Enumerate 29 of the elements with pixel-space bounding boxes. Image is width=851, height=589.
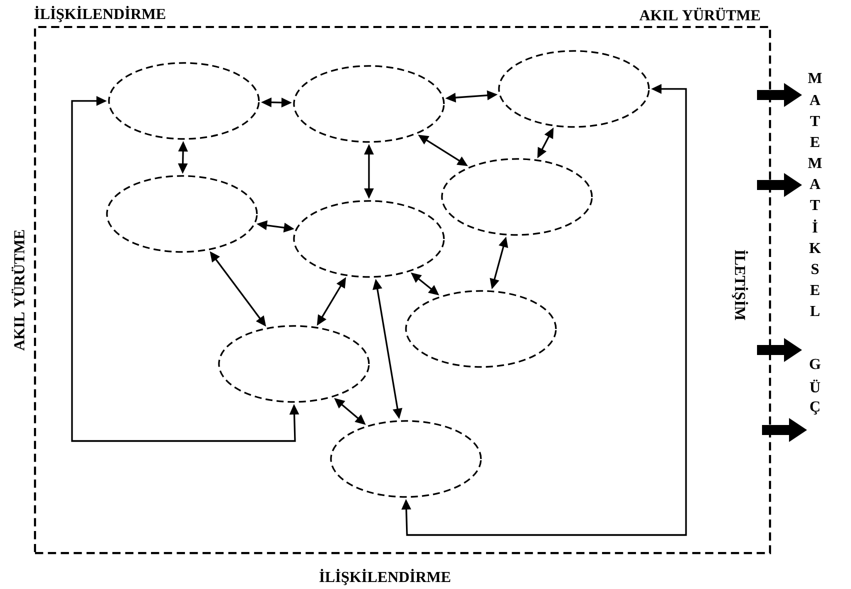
letter: G [810, 358, 821, 370]
frame-label: AKIL YÜRÜTME [12, 230, 24, 351]
frame-label: İLİŞKİLENDİRME [320, 568, 450, 586]
dashed-ellipse [330, 420, 482, 498]
frame-label: AKIL YÜRÜTME [639, 8, 760, 20]
letter: L [810, 306, 820, 316]
dashed-ellipse [293, 200, 445, 278]
letter: İ [812, 219, 818, 233]
letter: T [810, 200, 820, 210]
frame-label: İLETİŞİM [732, 250, 748, 320]
letter: S [812, 264, 819, 274]
dashed-ellipse [108, 62, 260, 140]
dashed-ellipse [218, 325, 370, 403]
dashed-ellipse [441, 158, 593, 236]
dashed-ellipse [498, 50, 650, 128]
letter: A [810, 178, 820, 190]
letter: Ü [810, 380, 820, 392]
dashed-ellipse [293, 65, 445, 143]
letter: K [809, 243, 821, 253]
letter: T [810, 116, 820, 126]
letter: E [810, 285, 820, 295]
letter: M [808, 73, 822, 83]
letter: E [810, 137, 820, 147]
dashed-ellipse [106, 175, 258, 253]
letter: M [808, 158, 822, 168]
letter: Ç [810, 401, 820, 415]
letter: A [810, 94, 820, 106]
frame-label: İLİŞKİLENDİRME [34, 6, 166, 22]
dashed-ellipse [405, 290, 557, 368]
